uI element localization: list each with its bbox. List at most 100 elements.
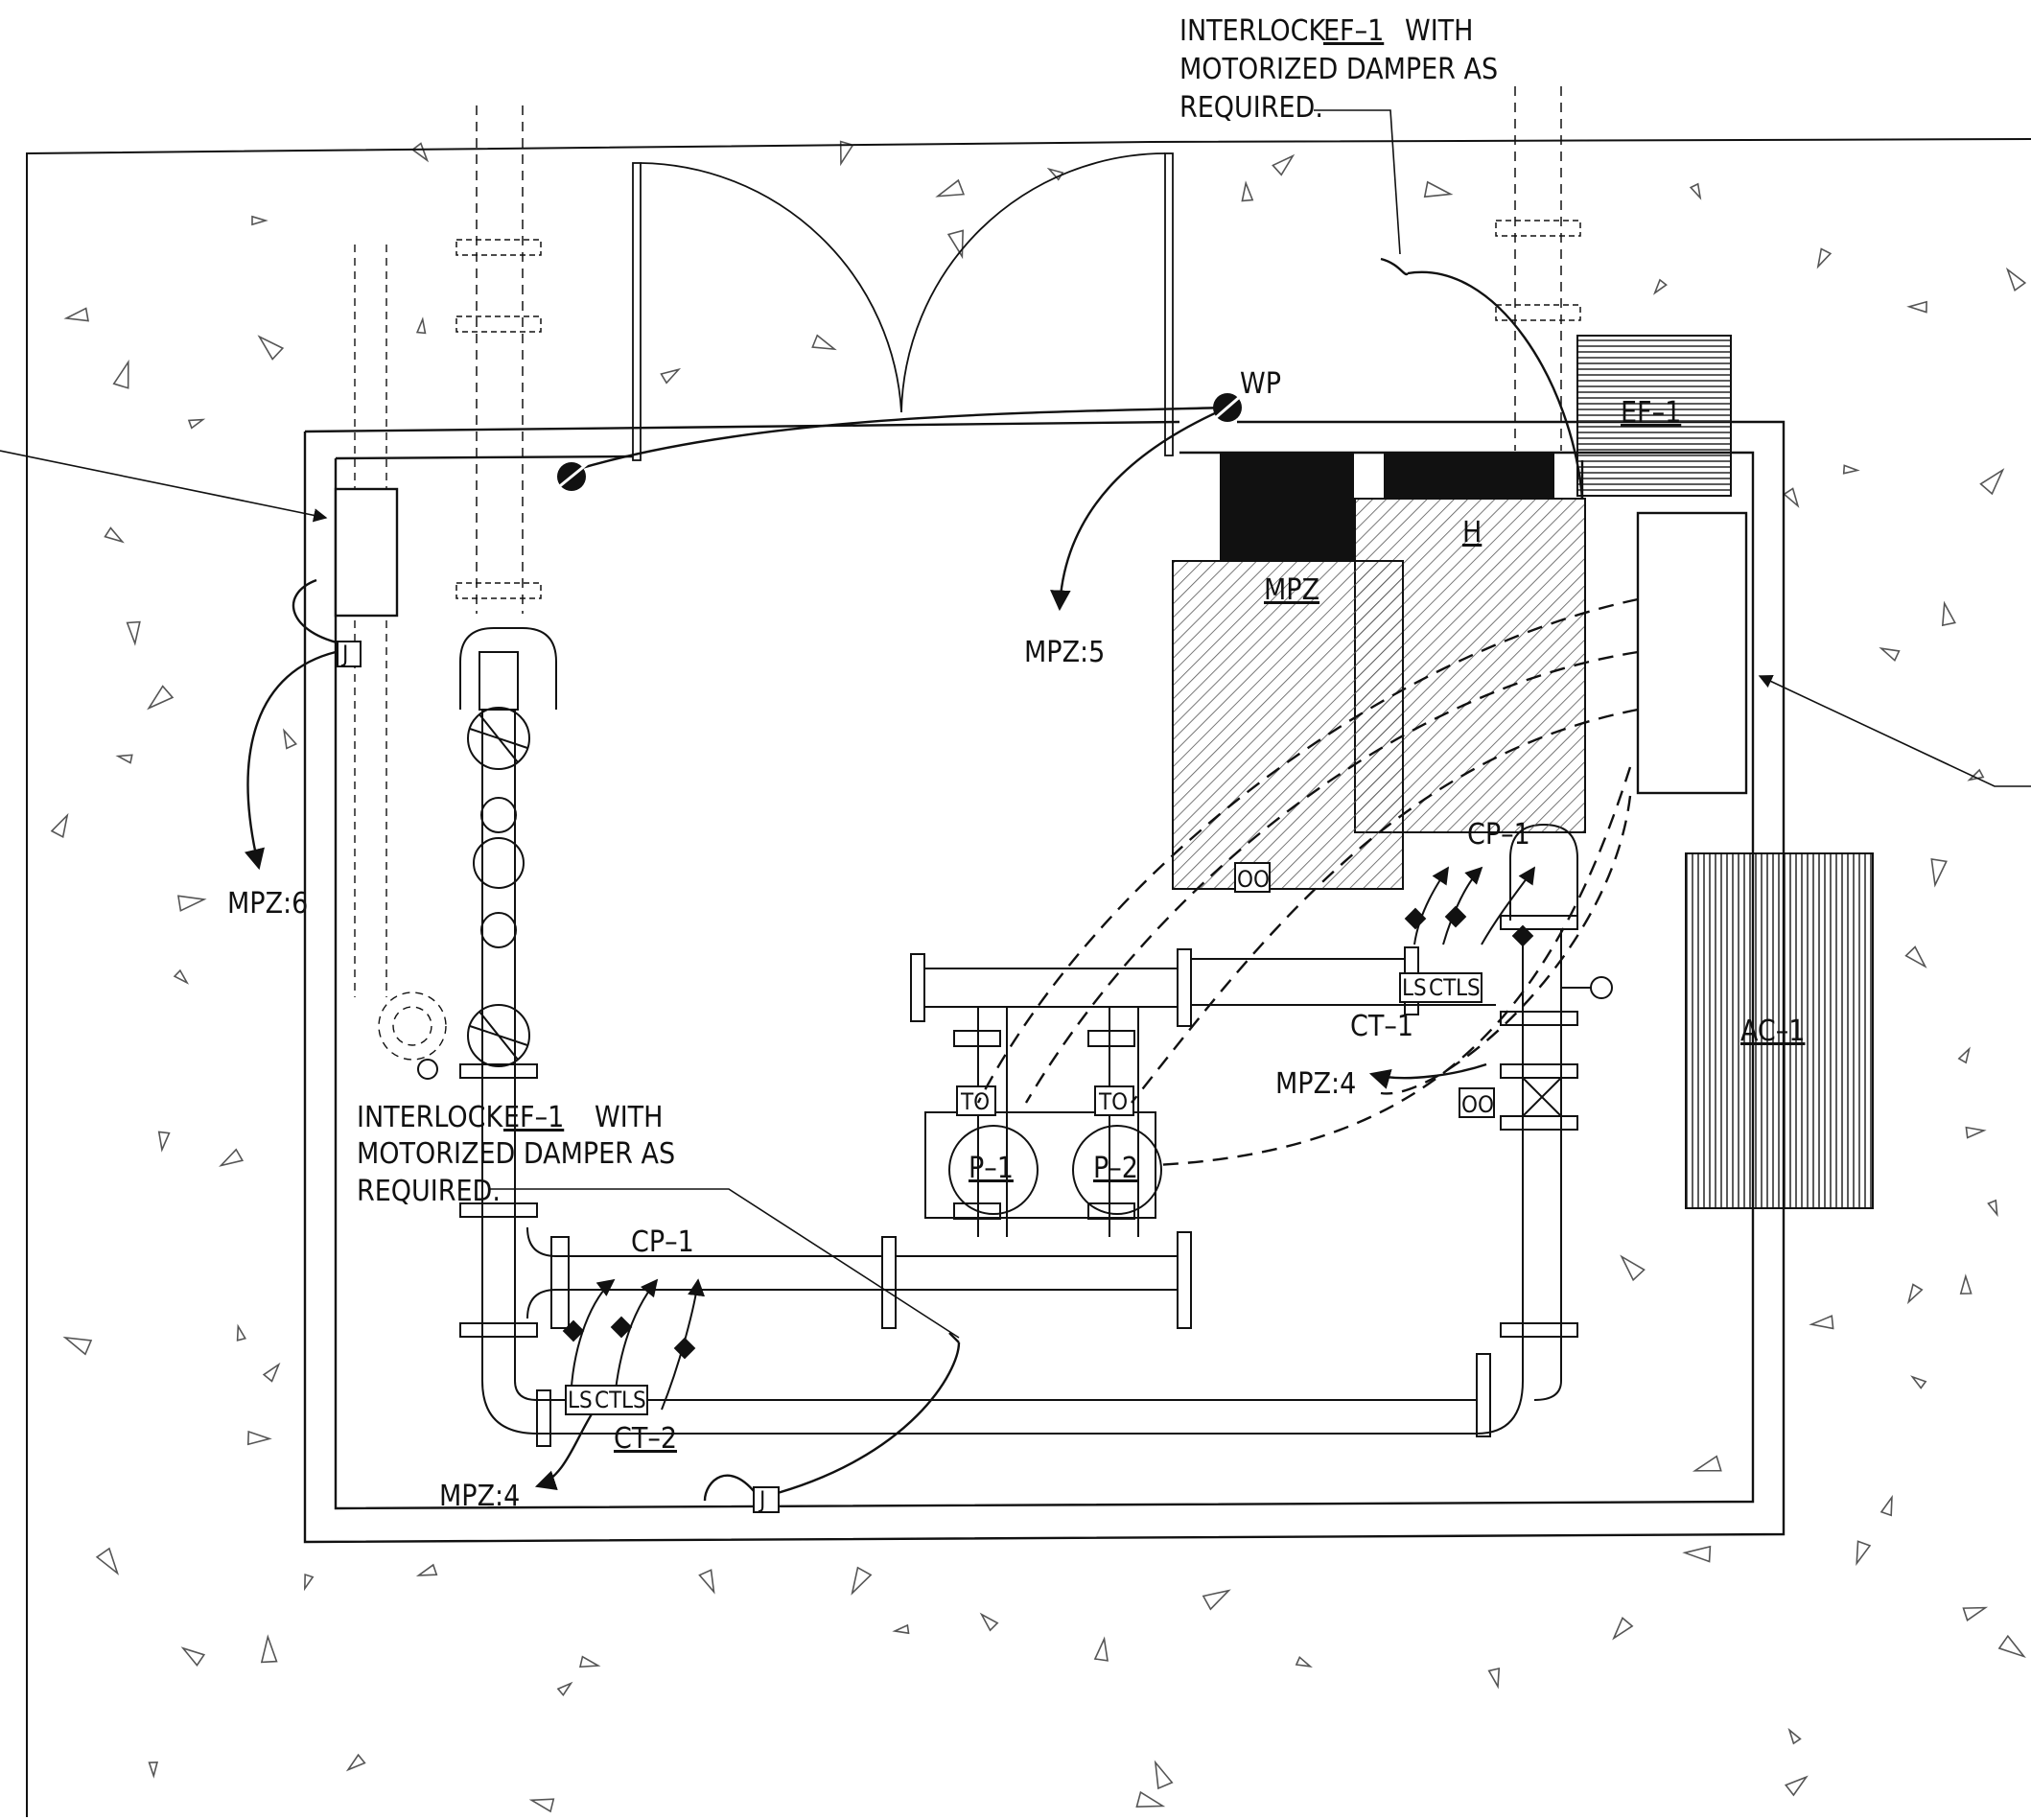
control-panel-right	[1636, 511, 1748, 795]
concrete-triangle	[1154, 1760, 1174, 1790]
mid-note-line1: INTERLOCK	[357, 1101, 503, 1134]
ef1-label: EF–1	[1621, 396, 1681, 430]
ac1-label: AC–1	[1740, 1015, 1805, 1048]
concrete-triangle	[1910, 1375, 1927, 1389]
concrete-triangle	[1652, 278, 1668, 295]
black-bar-right	[1384, 454, 1554, 500]
concrete-triangle	[1809, 1315, 1834, 1330]
concrete-triangle	[236, 1323, 247, 1342]
ac1-unit	[1685, 852, 1874, 1209]
circuit-mpz5: MPZ:5	[1024, 636, 1105, 669]
room-wall-inner	[334, 451, 1755, 1510]
circuit-mpz6: MPZ:6	[227, 887, 308, 921]
concrete-triangle	[283, 728, 298, 750]
top-note-ref: EF–1	[1323, 14, 1384, 48]
oo-tag-left: OO	[1237, 866, 1270, 893]
concrete-triangle	[1295, 1656, 1313, 1668]
to-tag-p1: TO	[960, 1088, 990, 1115]
concrete-triangle	[698, 1569, 715, 1595]
concrete-triangle	[1930, 857, 1948, 888]
concrete-triangle	[528, 1798, 555, 1813]
starter-diamonds	[562, 905, 1534, 1360]
concrete-triangle	[1906, 300, 1927, 314]
concrete-triangle	[262, 1362, 281, 1383]
ef1-fan	[1576, 335, 1732, 497]
concrete-triangle	[1842, 464, 1860, 475]
circuit-mpz4-right: MPZ:4	[1275, 1067, 1356, 1101]
concrete-triangle	[1987, 1199, 1998, 1218]
junction-box-icon	[337, 641, 780, 1513]
mpz-label: MPZ	[1264, 573, 1319, 607]
concrete-triangle	[1689, 182, 1702, 200]
ls-tag-4: LS	[1456, 974, 1481, 1001]
p2-label: P–2	[1093, 1152, 1138, 1185]
concrete-triangle	[1272, 153, 1296, 176]
pump-header	[881, 946, 1496, 1329]
mid-note-line1-tail: WITH	[595, 1101, 663, 1134]
mid-note-ref: EF–1	[503, 1101, 564, 1134]
concrete-triangle	[410, 142, 430, 163]
concrete-triangle	[1487, 1667, 1501, 1690]
concrete-triangle	[246, 1430, 272, 1446]
concrete-triangle	[1856, 1540, 1872, 1566]
p1-label: P–1	[969, 1152, 1014, 1185]
concrete-triangle	[2005, 267, 2027, 292]
concrete-triangle	[1241, 180, 1254, 202]
control-panel-left	[334, 487, 399, 618]
concrete-triangle	[811, 334, 837, 351]
black-bar-left	[1220, 454, 1354, 561]
right-pipe-assembly	[1476, 823, 1613, 1435]
concrete-triangle	[1787, 1727, 1802, 1745]
concrete-triangle	[1957, 1046, 1971, 1064]
concrete-triangle	[62, 1336, 93, 1356]
concrete-triangle	[115, 754, 133, 764]
mid-note-line2: MOTORIZED DAMPER AS	[357, 1137, 675, 1171]
cp1-lower-label: CP–1	[631, 1225, 694, 1259]
ct1-label: CT–1	[1350, 1010, 1413, 1043]
vent-riser-right	[1514, 86, 1562, 451]
concrete-triangle	[1879, 1494, 1893, 1517]
concrete-triangle	[1941, 600, 1956, 627]
concrete-triangle	[415, 316, 427, 335]
h-label: H	[1462, 516, 1482, 549]
top-note-line1: INTERLOCK	[1179, 14, 1326, 48]
control-wiring	[976, 597, 1639, 1167]
concrete-triangle	[345, 1753, 366, 1772]
pump-p1	[948, 1085, 1039, 1215]
slab-outline	[26, 138, 2031, 1817]
concrete-triangle	[1879, 647, 1901, 663]
ct-tag-2: CT	[1429, 974, 1457, 1001]
duplex-receptacle-icon	[555, 393, 1243, 491]
concrete-triangle	[180, 1646, 206, 1667]
gas-line	[354, 245, 447, 1061]
cp1-starter-arrows	[570, 866, 1535, 1411]
concrete-triangle	[260, 1634, 278, 1664]
concrete-hatch	[50, 140, 2027, 1813]
concrete-triangle	[112, 359, 129, 389]
wp-label: WP	[1240, 367, 1281, 401]
concrete-triangle	[935, 178, 966, 198]
concrete-triangle	[148, 1762, 158, 1779]
top-note-line2: MOTORIZED DAMPER AS	[1179, 53, 1498, 86]
circuit-mpz4-left: MPZ:4	[439, 1480, 520, 1513]
concrete-triangle	[1959, 1273, 1973, 1295]
power-wiring	[244, 257, 1584, 1502]
concrete-triangle	[1620, 1254, 1646, 1282]
left-pipe-assembly	[417, 627, 1491, 1447]
concrete-triangle	[1202, 1589, 1231, 1611]
concrete-triangle	[839, 140, 854, 167]
concrete-triangle	[1135, 1790, 1166, 1808]
room-wall-top-left	[304, 420, 1180, 433]
j-tag-bottom: J	[758, 1486, 765, 1513]
mpz-panel	[1172, 560, 1404, 890]
concrete-triangle	[251, 215, 268, 226]
concrete-triangle	[147, 685, 175, 711]
concrete-triangle	[1965, 1126, 1987, 1139]
concrete-triangle	[1423, 180, 1454, 198]
ct2-label: CT–2	[614, 1422, 677, 1456]
concrete-triangle	[1979, 468, 2005, 496]
ls-tag-3: LS	[1402, 974, 1427, 1001]
concrete-triangle	[187, 418, 206, 430]
concrete-triangle	[1816, 247, 1833, 269]
